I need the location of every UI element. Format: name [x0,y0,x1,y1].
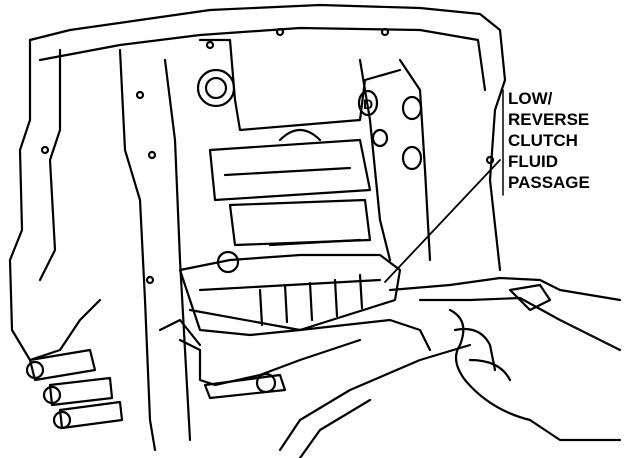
hand-with-tool [388,276,622,442]
callout-label-low-reverse-clutch-fluid-passage: LOW/ REVERSE CLUTCH FLUID PASSAGE [508,88,590,193]
callout-line: PASSAGE [508,173,590,192]
callout-line: CLUTCH [508,131,578,150]
callout-leader-line [384,159,501,283]
case-bottom-edge [278,343,472,458]
transmission-case: D [8,3,507,452]
svg-text:D: D [363,96,373,112]
callout-line: REVERSE [508,110,590,129]
callout-line: LOW/ [508,89,553,108]
callout-line: FLUID [508,152,559,171]
bolts-left [25,348,124,430]
valve-body [158,250,432,400]
